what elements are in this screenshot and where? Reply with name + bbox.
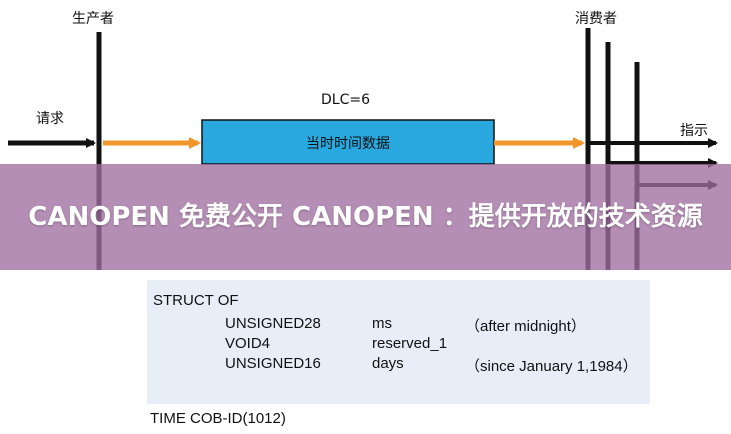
cob-id-label: TIME COB-ID(1012) [150, 410, 286, 427]
struct-row-type: VOID4 [225, 335, 271, 352]
struct-row-name: reserved_1 [372, 335, 448, 352]
struct-row-type: UNSIGNED16 [225, 355, 321, 372]
request-label: 请求 [36, 111, 64, 127]
struct-header: STRUCT OF [153, 292, 239, 309]
struct-row-name: days [372, 355, 404, 372]
struct-row-comment: （since January 1,1984） [465, 358, 638, 375]
banner-title: CANOPEN 免费公开 CANOPEN ：提供开放的技术资源 [28, 202, 703, 232]
struct-row-name: ms [372, 315, 392, 332]
consumer-label: 消费者 [575, 11, 617, 27]
struct-panel: STRUCT OF UNSIGNED28 ms （after midnight）… [147, 280, 650, 404]
title-banner: CANOPEN 免费公开 CANOPEN ：提供开放的技术资源 [0, 164, 731, 270]
struct-row-comment: （after midnight） [465, 318, 586, 335]
frame-label: 当时时间数据 [306, 136, 390, 152]
producer-label: 生产者 [72, 11, 114, 27]
indication-label: 指示 [680, 123, 708, 139]
dlc-label: DLC=6 [321, 92, 370, 108]
struct-row-type: UNSIGNED28 [225, 315, 321, 332]
